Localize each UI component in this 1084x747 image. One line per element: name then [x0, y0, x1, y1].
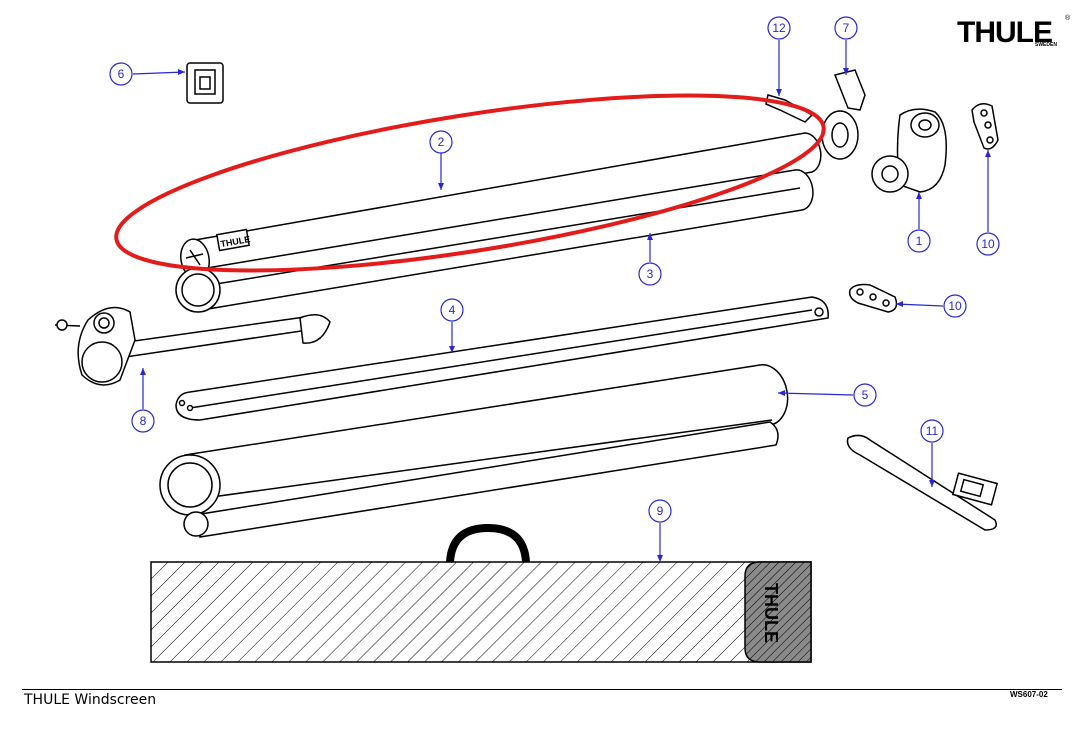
part-4-rod [175, 296, 829, 421]
callout-7: 7 [843, 21, 850, 35]
footer-title: THULE Windscreen [24, 692, 157, 708]
callout-4: 4 [449, 303, 456, 317]
callout-12: 12 [772, 21, 786, 35]
footer-document-code: WS607-02 [1010, 690, 1048, 699]
registered-mark: ® [1065, 15, 1071, 22]
part-6-clip [186, 62, 224, 104]
part-8-support-arm [54, 306, 331, 386]
callout-8: 8 [140, 414, 147, 428]
thule-logo-subtext: SWEDEN [1035, 42, 1057, 48]
callout-arrowheads [140, 68, 991, 562]
callout-5: 5 [862, 388, 869, 402]
part-11-strip [846, 434, 999, 531]
callout-10-mid: 10 [948, 299, 962, 313]
part-9-bag: THULE [150, 523, 812, 663]
callouts [109, 16, 1000, 562]
bag-logo-label: THULE [761, 583, 781, 643]
callout-3: 3 [647, 267, 654, 281]
highlight-ellipse [114, 93, 826, 273]
part-7-clamp [821, 69, 866, 160]
part-10-plate-mid [848, 283, 898, 313]
callout-9: 9 [657, 504, 664, 518]
callout-6: 6 [118, 67, 125, 81]
part-1-end-cap [871, 108, 947, 193]
part-5-large-tube [159, 364, 789, 538]
footer-divider [22, 689, 1062, 690]
part-3-channel-tube [175, 169, 814, 313]
part-10-plate-top [971, 103, 999, 150]
callout-2: 2 [438, 135, 445, 149]
callout-11: 11 [926, 424, 939, 438]
callout-1: 1 [916, 234, 923, 248]
callout-10-top: 10 [981, 237, 995, 251]
thule-logo: THULE [957, 16, 1053, 49]
